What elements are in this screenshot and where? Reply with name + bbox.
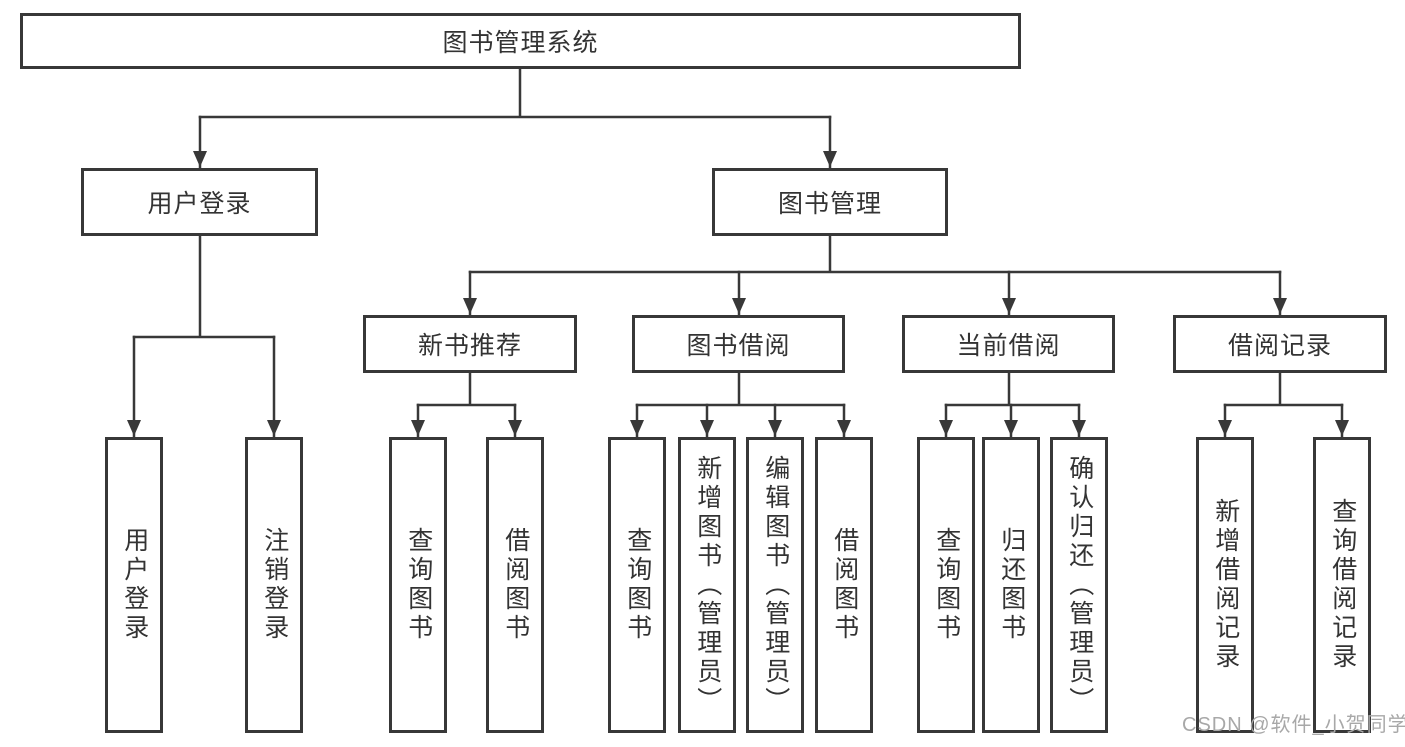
connector-current-to-leaves [939, 371, 1086, 438]
node-book-management: 图书管理 [712, 168, 948, 236]
node-library-management-system: 图书管理系统 [20, 13, 1021, 69]
leaf-borrow-books: 借阅图书 [486, 437, 544, 733]
node-current-borrow: 当前借阅 [902, 315, 1115, 373]
leaf-borrow-books: 借阅图书 [815, 437, 873, 733]
leaf-edit-book-admin: 编辑图书（管理员） [746, 437, 804, 733]
connector-login-to-leaves [127, 234, 281, 438]
node-new-book-recommend: 新书推荐 [363, 315, 577, 373]
leaf-add-book-admin: 新增图书（管理员） [678, 437, 736, 733]
csdn-watermark: CSDN @软件_小贺同学 [1182, 714, 1405, 736]
connector-mgmt-to-level3 [463, 234, 1287, 316]
leaf-user-login: 用户登录 [105, 437, 163, 733]
leaf-query-books: 查询图书 [608, 437, 666, 733]
leaf-add-borrow-record: 新增借阅记录 [1196, 437, 1254, 733]
leaf-confirm-return-admin: 确认归还（管理员） [1050, 437, 1108, 733]
leaf-query-books: 查询图书 [389, 437, 447, 733]
connector-newbook-to-leaves [411, 371, 522, 438]
node-user-login: 用户登录 [81, 168, 318, 236]
connector-root-to-level2 [193, 67, 837, 169]
leaf-query-books: 查询图书 [917, 437, 975, 733]
leaf-query-borrow-record: 查询借阅记录 [1313, 437, 1371, 733]
leaf-logout: 注销登录 [245, 437, 303, 733]
node-book-borrow: 图书借阅 [632, 315, 845, 373]
connector-records-to-leaves [1218, 371, 1349, 438]
leaf-return-books: 归还图书 [982, 437, 1040, 733]
node-borrow-records: 借阅记录 [1173, 315, 1387, 373]
connector-borrow-to-leaves [630, 371, 851, 438]
